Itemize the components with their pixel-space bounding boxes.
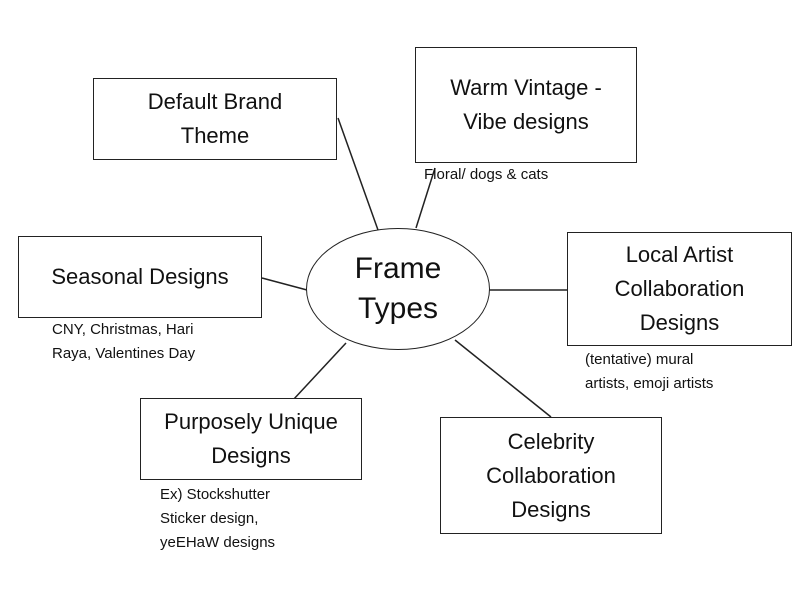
- node-default-brand-theme: Default Brand Theme: [93, 78, 337, 160]
- node-celebrity-collaboration: Celebrity Collaboration Designs: [440, 417, 662, 534]
- connector-seasonal: [261, 277, 308, 291]
- node-seasonal-designs: Seasonal Designs: [18, 236, 262, 318]
- connector-warm-vintage: [415, 167, 436, 229]
- note-warm-vintage: Floral/ dogs & cats: [424, 166, 549, 183]
- node-warm-vintage: Warm Vintage - Vibe designs: [415, 47, 637, 163]
- note-local-artist: (tentative) mural artists, emoji artists: [585, 351, 714, 392]
- connector-purposely-unique: [292, 342, 347, 401]
- connector-celebrity: [454, 339, 552, 418]
- node-local-artist-collaboration: Local Artist Collaboration Designs: [567, 232, 792, 346]
- center-node-frame-types: Frame Types: [306, 228, 490, 350]
- note-purposely-unique: Ex) Stockshutter Sticker design, yeEHaW …: [160, 486, 276, 551]
- connector-default-brand: [337, 117, 379, 231]
- note-seasonal: CNY, Christmas, Hari Raya, Valentines Da…: [52, 321, 196, 362]
- node-purposely-unique: Purposely Unique Designs: [140, 398, 362, 480]
